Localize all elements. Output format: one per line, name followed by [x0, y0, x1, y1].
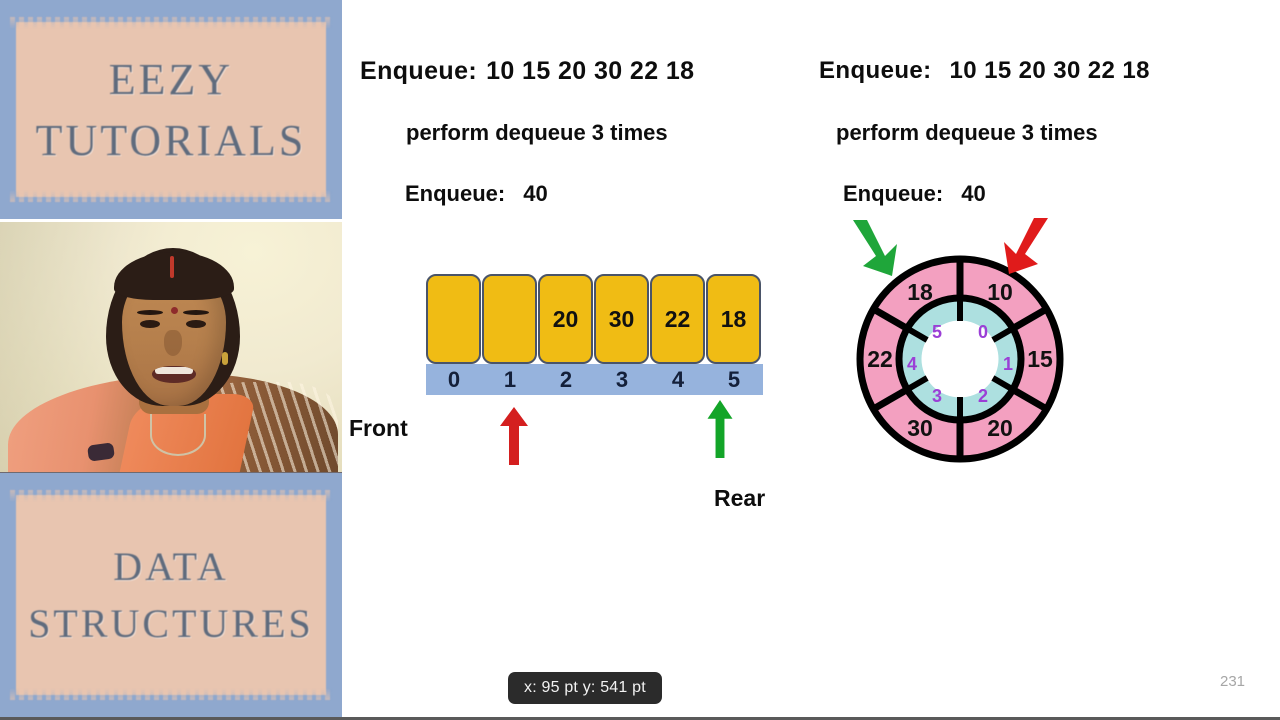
presenter-sindoor: [170, 256, 174, 278]
presenter-fringe: [114, 252, 234, 300]
brand-bottom-line1: Data: [113, 544, 229, 589]
array-cell: [482, 274, 537, 364]
circular-index: 3: [932, 386, 942, 406]
front-pointer-arrow-icon: [500, 407, 528, 465]
presenter-eye-left: [140, 320, 160, 328]
circular-index: 0: [978, 322, 988, 342]
array-cell: [426, 274, 481, 364]
circular-inner-dividers: [905, 298, 1015, 420]
presenter-earring: [222, 352, 228, 365]
circular-value: 18: [907, 279, 933, 305]
circular-index: 1: [1003, 354, 1013, 374]
circular-outer-dividers: [871, 259, 1049, 459]
brand-top-line2: Tutorials: [35, 115, 307, 165]
brand-top-line1: Eezy: [108, 54, 234, 104]
presenter-eyebrow-left: [137, 310, 163, 315]
circular-value: 22: [867, 346, 893, 372]
right-enqueue-label: Enqueue:: [819, 57, 932, 84]
left-sidebar: Eezy Tutorials: [0, 0, 342, 717]
circular-index: 2: [978, 386, 988, 406]
array-index-bar: 0 1 2 3 4 5: [426, 364, 763, 395]
circular-index: 5: [932, 322, 942, 342]
presenter-webcam-video[interactable]: [0, 222, 342, 474]
slide-content-area: Enqueue:10 15 20 30 22 18 perform dequeu…: [342, 0, 1280, 717]
array-index: 5: [727, 366, 741, 392]
left-enqueue-line: Enqueue: 10 15 20 30 22 18: [360, 57, 694, 86]
array-index: 1: [503, 366, 517, 392]
right-enqueue-40-line: Enqueue: 40: [843, 181, 986, 207]
rear-label: Rear: [714, 485, 766, 511]
circular-rear-arrow-icon: [1004, 218, 1048, 274]
page-number: 231: [1220, 673, 1246, 690]
presenter-eyebrow-right: [183, 310, 209, 315]
left-dequeue-note: perform dequeue 3 times: [406, 120, 668, 145]
left-enqueue-values: 10 15 20 30 22 18: [486, 57, 695, 85]
left-enqueue-40-line: Enqueue: 40: [405, 181, 548, 207]
right-enqueue-values: 10 15 20 30 22 18: [949, 57, 1150, 84]
array-cell: 22: [650, 274, 705, 364]
array-cell: 20: [538, 274, 593, 364]
circular-front-arrow-icon: [853, 220, 897, 276]
right-enqueue2-value: 40: [961, 181, 986, 206]
array-cells-row: 20 30 22 18: [426, 274, 763, 364]
array-index: 2: [559, 366, 573, 392]
array-cell: 30: [594, 274, 649, 364]
array-index: 3: [615, 366, 629, 392]
brand-bottom-line2: Structures: [28, 601, 314, 646]
circular-value: 20: [987, 415, 1013, 441]
linear-queue-array-diagram: 20 30 22 18 0 1 2 3 4 5: [426, 274, 763, 395]
presenter-nose: [164, 330, 182, 356]
circular-value: 10: [987, 279, 1013, 305]
array-cell: 18: [706, 274, 761, 364]
array-index: 4: [671, 366, 685, 392]
presenter-bindi: [171, 307, 178, 314]
rear-pointer-arrow-icon: [707, 400, 733, 458]
left-enqueue2-label: Enqueue:: [405, 181, 506, 206]
brand-paper-top: [16, 22, 326, 197]
circular-value: 30: [907, 415, 933, 441]
front-label: Front: [349, 415, 408, 441]
presenter-necklace: [150, 414, 206, 456]
cursor-coordinates-badge: x: 95 pt y: 541 pt: [508, 672, 662, 704]
brand-logo-bottom: Data Structures: [0, 473, 342, 717]
brand-logo-top: Eezy Tutorials: [0, 0, 342, 219]
presenter-eye-right: [186, 320, 206, 328]
array-index: 0: [447, 366, 461, 392]
right-enqueue2-label: Enqueue:: [843, 181, 944, 206]
circular-value: 15: [1027, 346, 1053, 372]
left-enqueue2-value: 40: [523, 181, 548, 206]
right-enqueue-line: Enqueue: 10 15 20 30 22 18: [819, 57, 1150, 85]
brand-paper-bottom: [16, 495, 326, 695]
circular-queue-diagram: 10 15 20 30 22 18 0 1 2 3 4 5: [855, 253, 1065, 465]
presenter-mouth: [152, 366, 196, 383]
right-dequeue-note: perform dequeue 3 times: [836, 120, 1098, 145]
left-enqueue-label: Enqueue:: [360, 57, 478, 85]
circular-index: 4: [907, 354, 917, 374]
